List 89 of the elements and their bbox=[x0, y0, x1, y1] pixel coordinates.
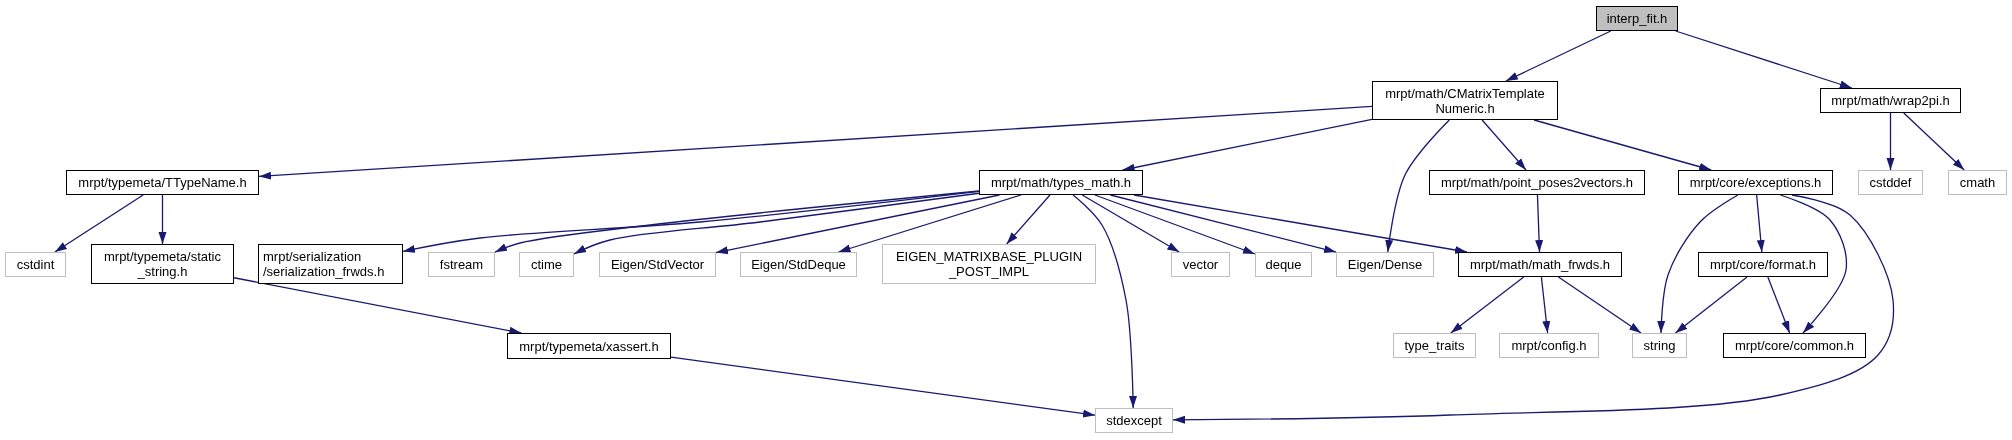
file-name: mrpt/typemeta/xassert.h bbox=[519, 338, 659, 354]
file-name: mrpt/typemeta/static _string.h bbox=[102, 249, 222, 279]
file-name: cstdint bbox=[16, 257, 55, 272]
header-file-box bbox=[1698, 252, 1828, 277]
include-arrow bbox=[670, 356, 1096, 418]
system-header-box bbox=[1336, 252, 1434, 277]
include-arrow bbox=[1385, 119, 1450, 253]
include-arrow bbox=[1767, 276, 1791, 334]
include-arrow bbox=[1657, 194, 1739, 334]
system-header-box bbox=[519, 252, 574, 277]
header-file-box bbox=[507, 333, 671, 359]
include-arrow bbox=[54, 194, 144, 253]
header-file-box bbox=[91, 244, 234, 284]
system-header-box bbox=[740, 252, 857, 277]
system-header-box bbox=[1632, 333, 1687, 358]
file-name: mrpt/math/CMatrixTemplate Numeric.h bbox=[1384, 85, 1546, 116]
include-arrow bbox=[1121, 118, 1373, 172]
system-header-box bbox=[1948, 170, 2007, 195]
include-arrow bbox=[494, 190, 980, 253]
include-arrow bbox=[1072, 194, 1137, 409]
file-name: Eigen/StdVector bbox=[610, 257, 705, 272]
header-file-box bbox=[1429, 170, 1645, 195]
include-arrow bbox=[837, 194, 1022, 253]
system-header-box bbox=[428, 252, 495, 277]
system-header-box bbox=[5, 252, 66, 277]
file-name: fstream bbox=[439, 257, 484, 272]
include-arrow bbox=[1481, 119, 1527, 171]
include-arrow bbox=[158, 194, 167, 245]
include-arrow bbox=[1674, 276, 1748, 334]
include-arrow bbox=[1109, 194, 1337, 254]
include-arrow bbox=[1779, 194, 1848, 334]
file-name: stdexcept bbox=[1106, 413, 1162, 428]
file-name: ctime bbox=[530, 257, 563, 272]
file-name: type_traits bbox=[1404, 338, 1465, 353]
file-name: string bbox=[1643, 338, 1676, 353]
file-name: mrpt/core/format.h bbox=[1709, 257, 1817, 272]
file-name: interp_fit.h bbox=[1606, 11, 1668, 26]
include-arrow bbox=[1133, 194, 1468, 254]
include-arrow bbox=[1450, 276, 1525, 334]
system-header-box bbox=[1095, 408, 1173, 433]
include-arrow bbox=[715, 194, 1001, 255]
include-arrow bbox=[1006, 194, 1051, 245]
file-name: mrpt/math/types_math.h bbox=[990, 175, 1132, 190]
file-name: Eigen/StdDeque bbox=[751, 257, 846, 272]
include-arrow bbox=[258, 105, 1373, 180]
include-arrow bbox=[1675, 30, 1853, 89]
include-arrow bbox=[1903, 112, 1965, 171]
file-name: vector bbox=[1182, 257, 1219, 272]
file-name: mrpt/serialization /serialization_frwds.h bbox=[263, 249, 386, 279]
include-arrow bbox=[1540, 276, 1551, 334]
header-file-box bbox=[1678, 170, 1833, 195]
include-arrow bbox=[233, 277, 523, 335]
current-file-box bbox=[1596, 6, 1678, 31]
header-file-box bbox=[1723, 333, 1866, 358]
system-header-box bbox=[1499, 333, 1599, 358]
header-file-box bbox=[1458, 252, 1622, 277]
file-name: mrpt/math/math_frwds.h bbox=[1469, 257, 1611, 272]
file-name: cmath bbox=[1959, 175, 1996, 190]
file-name: mrpt/math/point_poses2vectors.h bbox=[1440, 175, 1634, 190]
include-arrow bbox=[1756, 194, 1765, 253]
system-header-box bbox=[1858, 170, 1923, 195]
include-arrow bbox=[1557, 276, 1642, 334]
file-name: mrpt/math/wrap2pi.h bbox=[1831, 93, 1950, 108]
header-file-box bbox=[258, 244, 403, 284]
header-file-box bbox=[979, 170, 1143, 195]
include-arrow bbox=[1533, 119, 1712, 171]
header-file-box bbox=[1372, 81, 1558, 120]
file-name: mrpt/typemeta/TTypeName.h bbox=[78, 175, 247, 190]
file-name: mrpt/core/exceptions.h bbox=[1689, 175, 1822, 190]
system-header-box bbox=[882, 244, 1096, 284]
include-arrow bbox=[1886, 112, 1895, 171]
include-arrow bbox=[1094, 194, 1256, 255]
include-arrow bbox=[1535, 194, 1544, 253]
file-name: Eigen/Dense bbox=[1347, 257, 1423, 272]
include-arrow bbox=[573, 192, 980, 255]
file-name: deque bbox=[1265, 257, 1302, 272]
system-header-box bbox=[1393, 333, 1476, 358]
header-file-box bbox=[1820, 88, 1961, 113]
header-file-box bbox=[66, 170, 259, 195]
file-name: EIGEN_MATRIXBASE_PLUGIN _POST_IMPL bbox=[894, 249, 1084, 279]
file-name: mrpt/core/common.h bbox=[1734, 338, 1855, 353]
system-header-box bbox=[599, 252, 716, 277]
include-arrow bbox=[1081, 194, 1180, 253]
system-header-box bbox=[1171, 252, 1230, 277]
include-arrow bbox=[1505, 30, 1612, 82]
file-name: mrpt/config.h bbox=[1511, 338, 1587, 353]
system-header-box bbox=[1255, 252, 1312, 277]
include-arrow bbox=[1172, 194, 1895, 424]
file-name: cstddef bbox=[1869, 175, 1912, 190]
